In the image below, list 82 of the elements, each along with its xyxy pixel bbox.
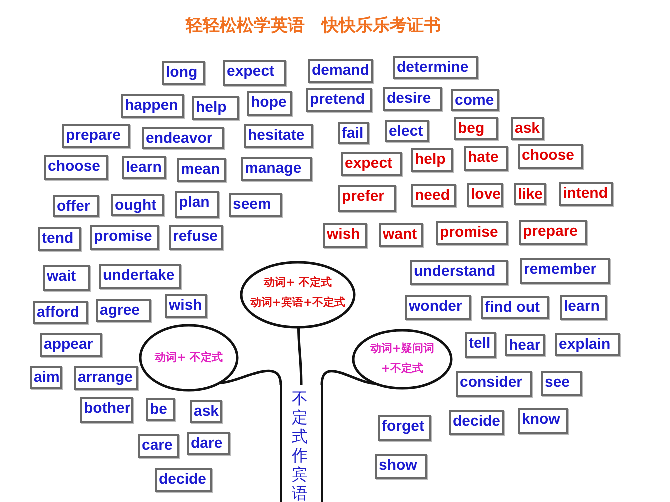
word-box: love — [467, 183, 503, 207]
word-box: offer — [53, 195, 99, 217]
tree-branch — [297, 327, 303, 386]
word-box: understand — [410, 260, 508, 285]
word-box: endeavor — [142, 127, 224, 149]
word-box: bother — [80, 397, 133, 423]
tree-trunk — [280, 385, 323, 502]
category-label: 动词+ 不定式 — [262, 275, 334, 291]
word-box: dare — [187, 432, 230, 455]
word-box: demand — [308, 59, 373, 83]
title: 轻轻松松学英语 快快乐乐考证书 — [186, 15, 441, 37]
word-box: wish — [165, 294, 207, 318]
word-box: choose — [44, 155, 108, 180]
word-box: come — [451, 89, 499, 111]
word-box: elect — [385, 120, 429, 142]
word-box: hesitate — [244, 124, 313, 148]
category-label: 动词+ 不定式 — [154, 350, 224, 366]
word-box: tell — [465, 332, 496, 358]
word-box: aim — [30, 366, 62, 389]
word-box: hate — [464, 146, 508, 171]
word-box: wait — [43, 265, 90, 291]
word-box: learn — [560, 295, 607, 320]
word-box: show — [375, 454, 427, 479]
word-box: intend — [559, 182, 613, 206]
word-box: remember — [520, 258, 610, 284]
word-box: expect — [223, 60, 286, 86]
word-box: choose — [518, 144, 583, 169]
word-box: happen — [121, 94, 184, 118]
word-box: hope — [247, 91, 292, 116]
word-box: help — [192, 96, 239, 120]
word-box: long — [162, 61, 205, 85]
word-box: promise — [90, 225, 159, 250]
word-box: prepare — [62, 124, 130, 148]
word-box: determine — [393, 56, 478, 79]
word-box: need — [411, 184, 456, 207]
word-box: ask — [190, 400, 222, 423]
word-box: like — [514, 183, 546, 205]
word-box: manage — [241, 157, 312, 181]
word-box: promise — [436, 221, 508, 245]
word-box: decide — [449, 410, 504, 435]
category-ellipse — [352, 329, 453, 390]
tree-branch — [320, 370, 376, 386]
word-box: prefer — [338, 185, 396, 212]
category-ellipse — [139, 324, 239, 392]
word-box: agree — [96, 299, 151, 322]
word-box: plan — [175, 191, 219, 218]
word-box: fail — [338, 122, 369, 144]
word-box: tend — [38, 227, 81, 251]
word-box: arrange — [74, 366, 138, 390]
word-box: prepare — [519, 220, 587, 245]
word-box: forget — [378, 415, 431, 441]
word-box: beg — [454, 117, 498, 140]
word-box: find out — [481, 296, 549, 319]
word-box: want — [379, 223, 423, 247]
word-box: expect — [341, 152, 402, 176]
word-box: help — [411, 148, 453, 172]
word-box: undertake — [99, 264, 181, 289]
word-box: be — [146, 398, 175, 421]
category-label: 动词+疑问词+不定式 — [369, 341, 436, 377]
word-box: know — [518, 408, 568, 434]
word-box: see — [541, 371, 582, 396]
word-box: care — [138, 434, 179, 458]
word-box: appear — [40, 333, 102, 357]
word-box: learn — [122, 156, 166, 179]
trunk-label: 不定式作宾语 — [292, 389, 309, 502]
word-box: seem — [229, 193, 282, 217]
word-box: desire — [383, 87, 442, 111]
word-box: consider — [456, 371, 532, 397]
word-box: ask — [511, 117, 544, 140]
word-box: mean — [177, 158, 226, 182]
word-box: ought — [111, 194, 164, 216]
word-box: refuse — [169, 225, 223, 250]
category-label: 动词+宾语+不定式 — [249, 295, 347, 311]
word-box: wish — [323, 223, 367, 248]
word-box: pretend — [306, 88, 372, 112]
word-box: wonder — [405, 295, 471, 320]
word-box: hear — [505, 334, 545, 356]
tree-branch — [220, 370, 282, 386]
word-box: decide — [155, 468, 212, 492]
word-box: explain — [555, 333, 620, 356]
category-ellipse — [240, 261, 356, 329]
word-box: afford — [33, 301, 88, 324]
